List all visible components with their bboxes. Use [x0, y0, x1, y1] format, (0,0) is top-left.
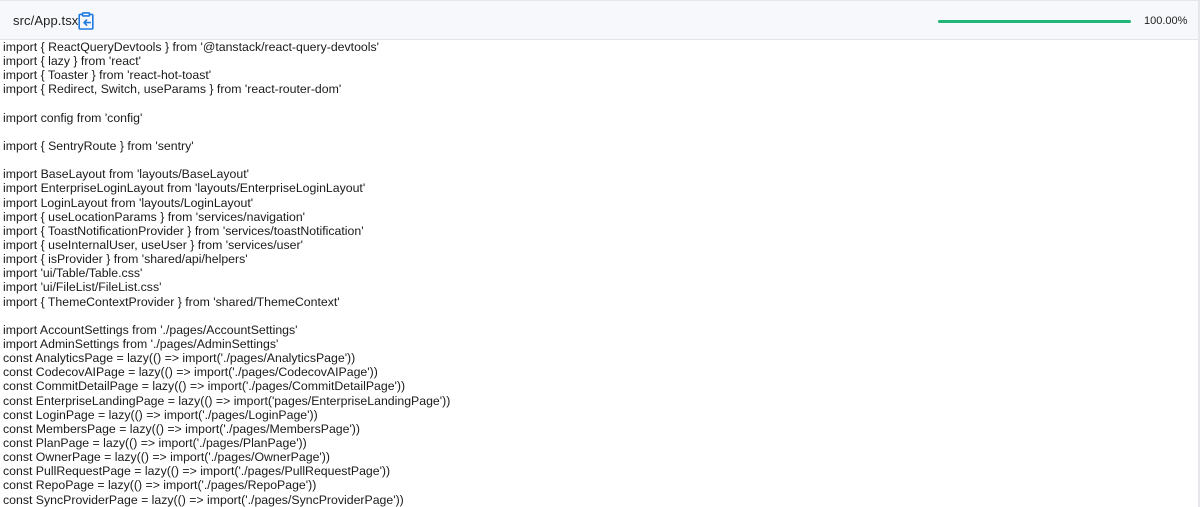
code-line: const MembersPage = lazy(() => import('.…	[3, 421, 360, 436]
file-header: src/App.tsx 100.00%	[0, 0, 1198, 40]
code-line: import { Redirect, Switch, useParams } f…	[3, 82, 342, 97]
code-line: const LoginPage = lazy(() => import('./p…	[3, 407, 318, 422]
code-line: const EnterpriseLandingPage = lazy(() =>…	[3, 393, 451, 408]
code-line: const OwnerPage = lazy(() => import('./p…	[3, 450, 330, 465]
code-line: import { SentryRoute } from 'sentry'	[3, 138, 194, 153]
code-line: const PullRequestPage = lazy(() => impor…	[3, 464, 391, 479]
code-line: const RepoPage = lazy(() => import('./pa…	[3, 478, 317, 493]
code-line: import AccountSettings from './pages/Acc…	[3, 322, 298, 337]
code-line: import config from 'config'	[3, 110, 143, 125]
code-line	[3, 153, 450, 167]
code-line	[3, 125, 450, 139]
clipboard-copy-icon[interactable]	[78, 12, 94, 30]
code-line: import 'ui/FileList/FileList.css'	[3, 280, 162, 295]
code-line: import { ToastNotificationProvider } fro…	[3, 223, 364, 238]
code-line: import BaseLayout from 'layouts/BaseLayo…	[3, 167, 249, 182]
code-line	[3, 97, 450, 111]
code-line: const PlanPage = lazy(() => import('./pa…	[3, 435, 307, 450]
coverage-percentage: 100.00%	[1144, 15, 1188, 27]
coverage-progress-bar	[938, 20, 1131, 23]
code-line: const AnalyticsPage = lazy(() => import(…	[3, 351, 356, 366]
code-line: import AdminSettings from './pages/Admin…	[3, 336, 279, 351]
code-line: import { isProvider } from 'shared/api/h…	[3, 252, 248, 267]
code-line: import { ReactQueryDevtools } from '@tan…	[3, 40, 379, 54]
code-line: import 'ui/Table/Table.css'	[3, 266, 143, 281]
code-line: const SyncProviderPage = lazy(() => impo…	[3, 492, 404, 507]
code-line: import { lazy } from 'react'	[3, 54, 141, 69]
code-line: import { useLocationParams } from 'servi…	[3, 209, 306, 224]
code-line: import { Toaster } from 'react-hot-toast…	[3, 68, 212, 83]
code-line: import { ThemeContextProvider } from 'sh…	[3, 294, 340, 309]
code-line	[3, 309, 450, 323]
code-line: const CodecovAIPage = lazy(() => import(…	[3, 365, 378, 380]
code-line: const CommitDetailPage = lazy(() => impo…	[3, 379, 406, 394]
code-line: import LoginLayout from 'layouts/LoginLa…	[3, 195, 254, 210]
file-path[interactable]: src/App.tsx	[13, 13, 79, 28]
code-content: import { ReactQueryDevtools } from '@tan…	[3, 40, 450, 507]
code-line: import EnterpriseLoginLayout from 'layou…	[3, 181, 366, 196]
coverage-progress-fill	[938, 20, 1131, 23]
code-line: import { useInternalUser, useUser } from…	[3, 237, 303, 252]
